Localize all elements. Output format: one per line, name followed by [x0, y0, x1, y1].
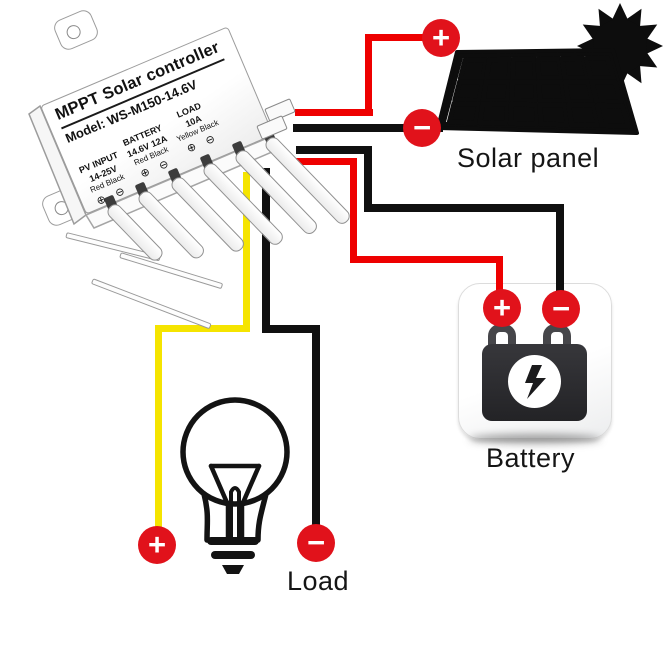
bulb-base [222, 565, 244, 574]
sun-ray [637, 51, 658, 68]
load-label: Load [287, 566, 350, 596]
battery [458, 283, 612, 439]
wire-battery-positive [350, 158, 357, 263]
sun-ray [625, 63, 642, 84]
battery-label: Battery [486, 443, 576, 473]
solar-cell [583, 55, 617, 81]
solar-cell [589, 79, 624, 105]
solar-cell [457, 57, 489, 81]
solar-cell [452, 79, 485, 104]
column-load: LOAD 10A Yellow Black ⊕ ⊖ [166, 97, 226, 159]
wire-load-negative [312, 325, 320, 537]
wire-pv-positive [365, 34, 372, 116]
solar-cell [537, 102, 570, 128]
battery-negative-terminal: − [542, 290, 580, 328]
solar-cell [594, 102, 632, 129]
solar-panel-label: Solar panel [457, 143, 600, 173]
sun-ray [645, 37, 663, 55]
solar-cell [535, 56, 564, 81]
wire-load-negative [262, 325, 320, 333]
battery-body [482, 344, 587, 421]
wire-load-positive [155, 325, 250, 332]
wire-battery-negative [296, 146, 372, 154]
wire-pv-negative [293, 124, 443, 132]
lightning-bolt-icon [508, 355, 561, 408]
load-positive-terminal: + [138, 526, 176, 564]
solar-panel-negative-terminal: − [403, 109, 441, 147]
wire-battery-negative [556, 204, 564, 300]
solar-cell [477, 101, 511, 126]
sun-ray [625, 8, 642, 29]
light-bulb [180, 397, 290, 574]
wire-pv-positive [295, 109, 373, 116]
battery-post-negative [543, 324, 571, 346]
solar-panel [436, 48, 639, 135]
sun-ray [611, 3, 629, 21]
wire-battery-negative [364, 204, 564, 212]
load-negative-terminal: − [297, 524, 335, 562]
solar-cell [536, 79, 567, 104]
solar-cell [510, 56, 538, 81]
sun-ray [582, 24, 603, 41]
battery-post-positive [488, 324, 516, 346]
wire-pv-positive [365, 34, 430, 41]
wire-battery-positive [496, 256, 503, 301]
solar-cell [509, 79, 539, 104]
sun-ray [637, 24, 658, 41]
wire-load-positive [155, 325, 162, 537]
wire-battery-negative [364, 146, 372, 212]
solar-cell [566, 102, 601, 128]
mppt-controller: MPPT Solar controller Model: WS-M150-14.… [0, 0, 420, 360]
solar-cell [507, 101, 540, 127]
solar-cell [480, 79, 512, 104]
solar-cell [446, 101, 482, 126]
wire-battery-positive [296, 158, 357, 165]
solar-cell [562, 79, 596, 105]
wire-load-negative [262, 168, 270, 333]
battery-positive-terminal: + [483, 289, 521, 327]
solar-cell [484, 56, 513, 81]
wire-load-positive [243, 172, 250, 332]
solar-cell [559, 55, 591, 81]
wire-battery-positive [350, 256, 503, 263]
solar-panel-positive-terminal: + [422, 19, 460, 57]
sun-ray [598, 8, 615, 29]
